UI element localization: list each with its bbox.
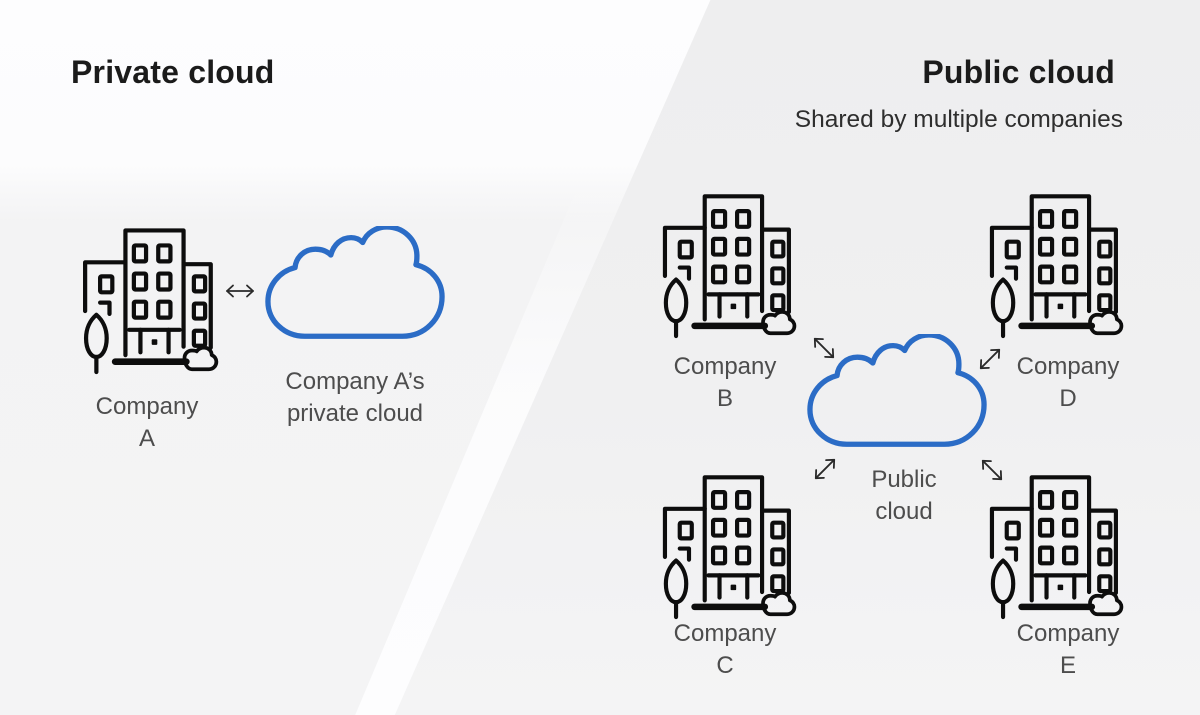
private-cloud-title: Private cloud (71, 54, 275, 90)
public-cloud-title: Public cloud (922, 54, 1115, 90)
building-icon (72, 219, 222, 375)
building-icon (979, 185, 1127, 339)
company-e-label: Company E (1016, 620, 1120, 679)
building-icon (652, 466, 800, 620)
company-b-label: Company B (673, 353, 777, 412)
private-cloud-label: Company A’s private cloud (285, 368, 425, 427)
building-icon (979, 466, 1127, 620)
company-c-label: Company C (673, 620, 777, 679)
company-a-label: Company A (95, 393, 199, 452)
public-cloud-subtitle: Shared by multiple companies (794, 106, 1123, 133)
company-d-label: Company D (1016, 353, 1120, 412)
building-icon (652, 185, 800, 339)
private-cloud-icon (260, 226, 450, 344)
public-cloud-label: Public cloud (871, 466, 937, 525)
double-headed-arrow-icon (223, 284, 257, 298)
